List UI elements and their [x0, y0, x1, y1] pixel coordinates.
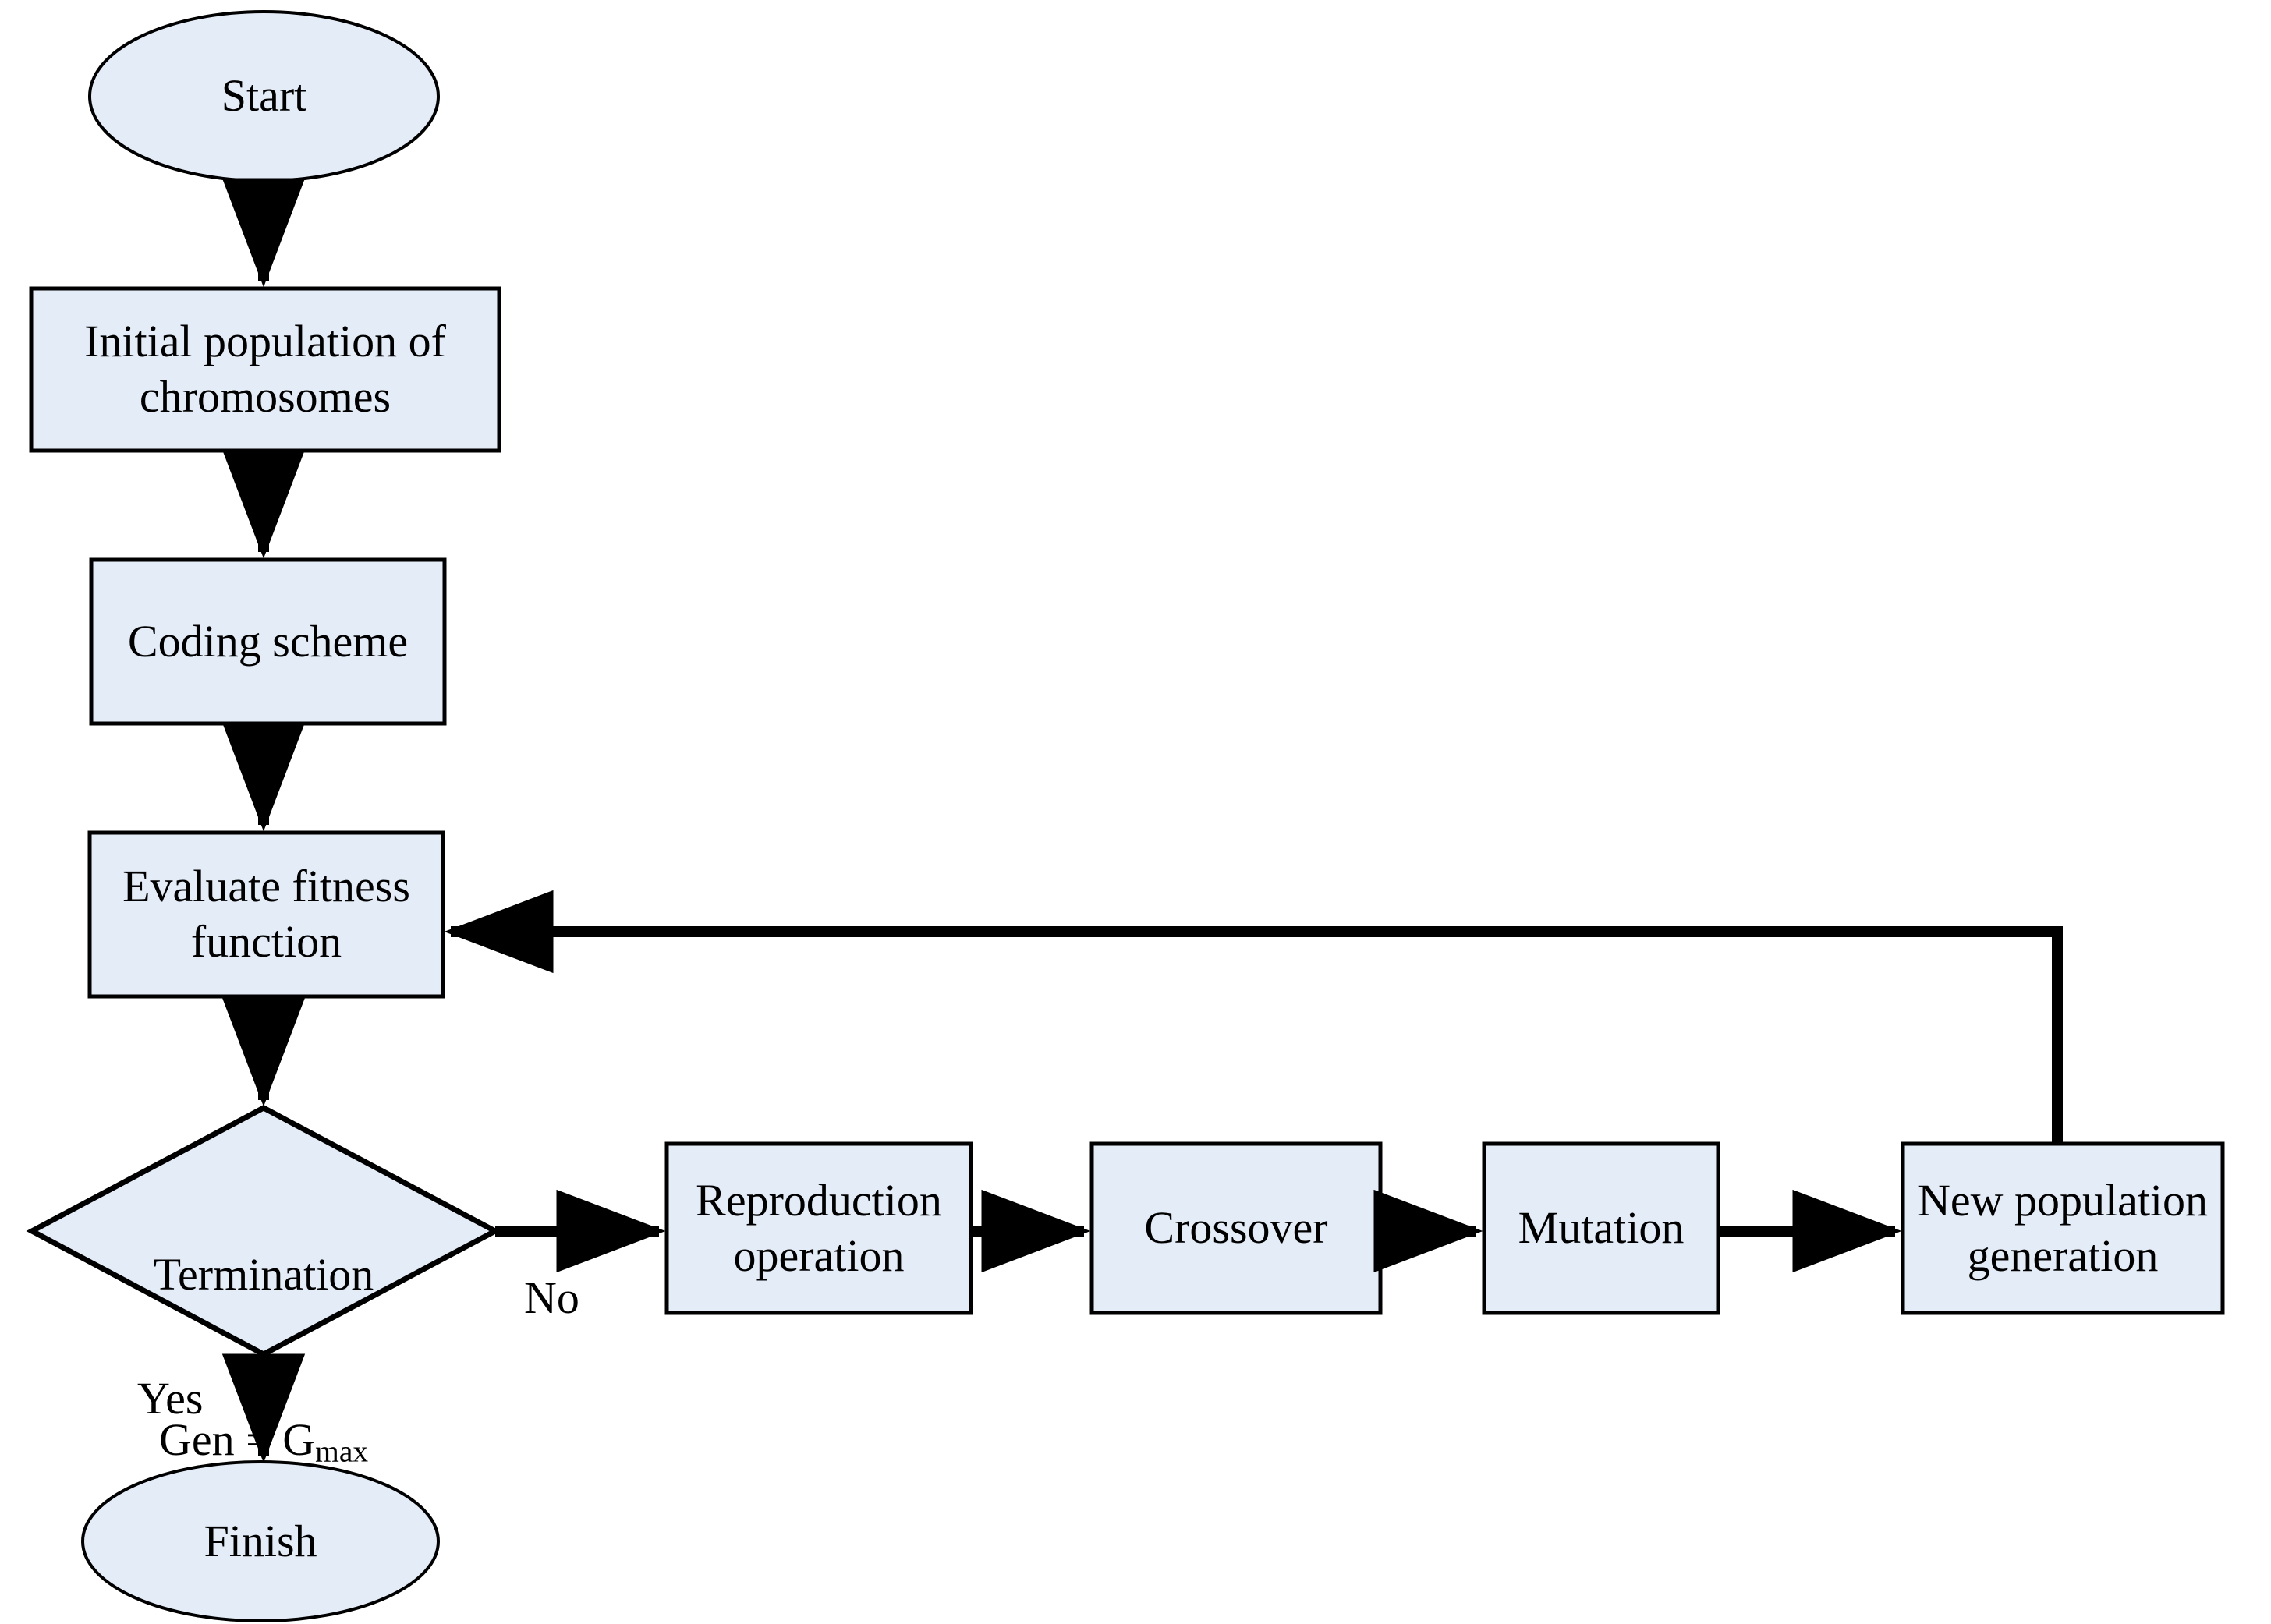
edge-new-population-feedback-to-evaluate — [444, 890, 2063, 1144]
node-reproduction-operation — [664, 1141, 973, 1315]
node-coding-scheme — [89, 557, 447, 726]
node-mutation — [1482, 1141, 1720, 1315]
node-initial-population — [29, 286, 501, 453]
node-crossover — [1089, 1141, 1383, 1315]
node-new-population-generation — [1901, 1141, 2225, 1315]
edge-label-no: No — [524, 1272, 579, 1323]
node-start — [88, 10, 440, 182]
node-termination-decision — [26, 1105, 501, 1357]
edge-label-yes: Yes — [137, 1373, 204, 1424]
node-evaluate-fitness — [87, 830, 445, 999]
node-finish — [81, 1460, 440, 1622]
